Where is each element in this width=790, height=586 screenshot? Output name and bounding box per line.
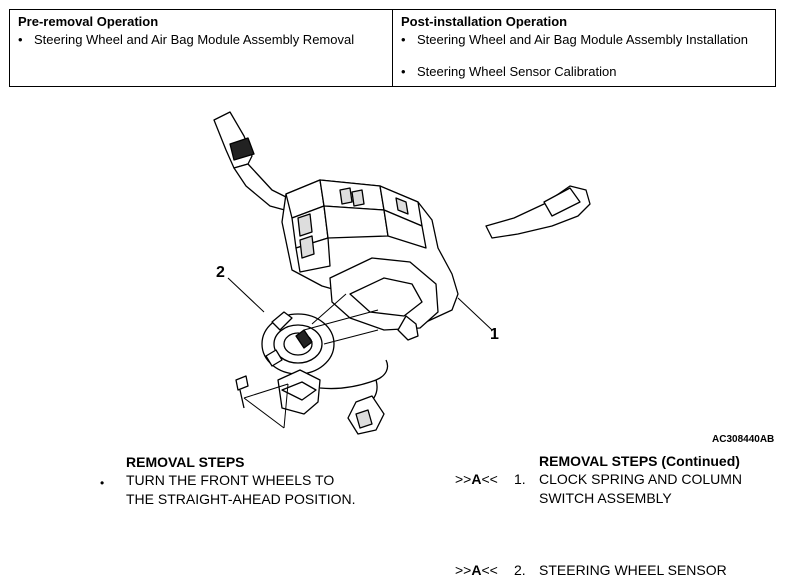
operations-table: Pre-removal Operation • Steering Wheel a… — [9, 9, 776, 87]
removal-steps-section: REMOVAL STEPS • TURN THE FRONT WHEELS TO… — [100, 453, 420, 509]
bullet-icon: • — [401, 64, 406, 79]
removal-step-1: >>A<< 1. CLOCK SPRING AND COLUMN SWITCH … — [455, 470, 785, 508]
pre-removal-column: Pre-removal Operation • Steering Wheel a… — [10, 10, 393, 86]
removal-step-2: >>A<< 2. STEERING WHEEL SENSOR — [455, 561, 785, 580]
post-installation-title: Post-installation Operation — [401, 14, 568, 29]
pre-removal-item-text: Steering Wheel and Air Bag Module Assemb… — [34, 32, 355, 47]
bullet-icon: • — [18, 32, 23, 47]
bullet-icon: • — [100, 476, 105, 490]
removal-step-line: THE STRAIGHT-AHEAD POSITION. — [126, 491, 356, 507]
removal-steps-continued-section: REMOVAL STEPS (Continued) >>A<< 1. CLOCK… — [455, 452, 785, 578]
post-installation-item: • Steering Wheel and Air Bag Module Asse… — [401, 31, 767, 48]
callout-2-label: 2 — [216, 264, 225, 281]
step-number: 2. — [514, 562, 526, 578]
pre-removal-title: Pre-removal Operation — [18, 14, 159, 29]
pre-removal-item: • Steering Wheel and Air Bag Module Asse… — [18, 31, 384, 48]
clock-spring-column-switch-illustration: 2 1 — [200, 98, 600, 446]
step-reference: >>A<< — [455, 562, 498, 578]
step-reference: >>A<< — [455, 471, 498, 487]
figure-code: AC308440AB — [712, 434, 775, 445]
callout-1-label: 1 — [490, 326, 499, 343]
post-installation-item-text: Steering Wheel Sensor Calibration — [417, 64, 617, 79]
removal-steps-continued-heading: REMOVAL STEPS (Continued) — [539, 453, 740, 469]
bullet-icon: • — [401, 32, 406, 47]
step-number: 1. — [514, 471, 526, 487]
post-installation-item: • Steering Wheel Sensor Calibration — [401, 63, 767, 80]
step-text-line: SWITCH ASSEMBLY — [539, 490, 672, 506]
removal-steps-heading: REMOVAL STEPS — [126, 454, 245, 470]
step-text-line: STEERING WHEEL SENSOR — [539, 562, 727, 578]
exploded-view-drawing — [213, 111, 591, 435]
removal-step-line: TURN THE FRONT WHEELS TO — [126, 472, 335, 488]
post-installation-item-text: Steering Wheel and Air Bag Module Assemb… — [417, 32, 748, 47]
post-installation-column: Post-installation Operation • Steering W… — [393, 10, 775, 86]
step-text-line: CLOCK SPRING AND COLUMN — [539, 471, 743, 487]
removal-step-bullet: • TURN THE FRONT WHEELS TO THE STRAIGHT-… — [100, 471, 420, 509]
